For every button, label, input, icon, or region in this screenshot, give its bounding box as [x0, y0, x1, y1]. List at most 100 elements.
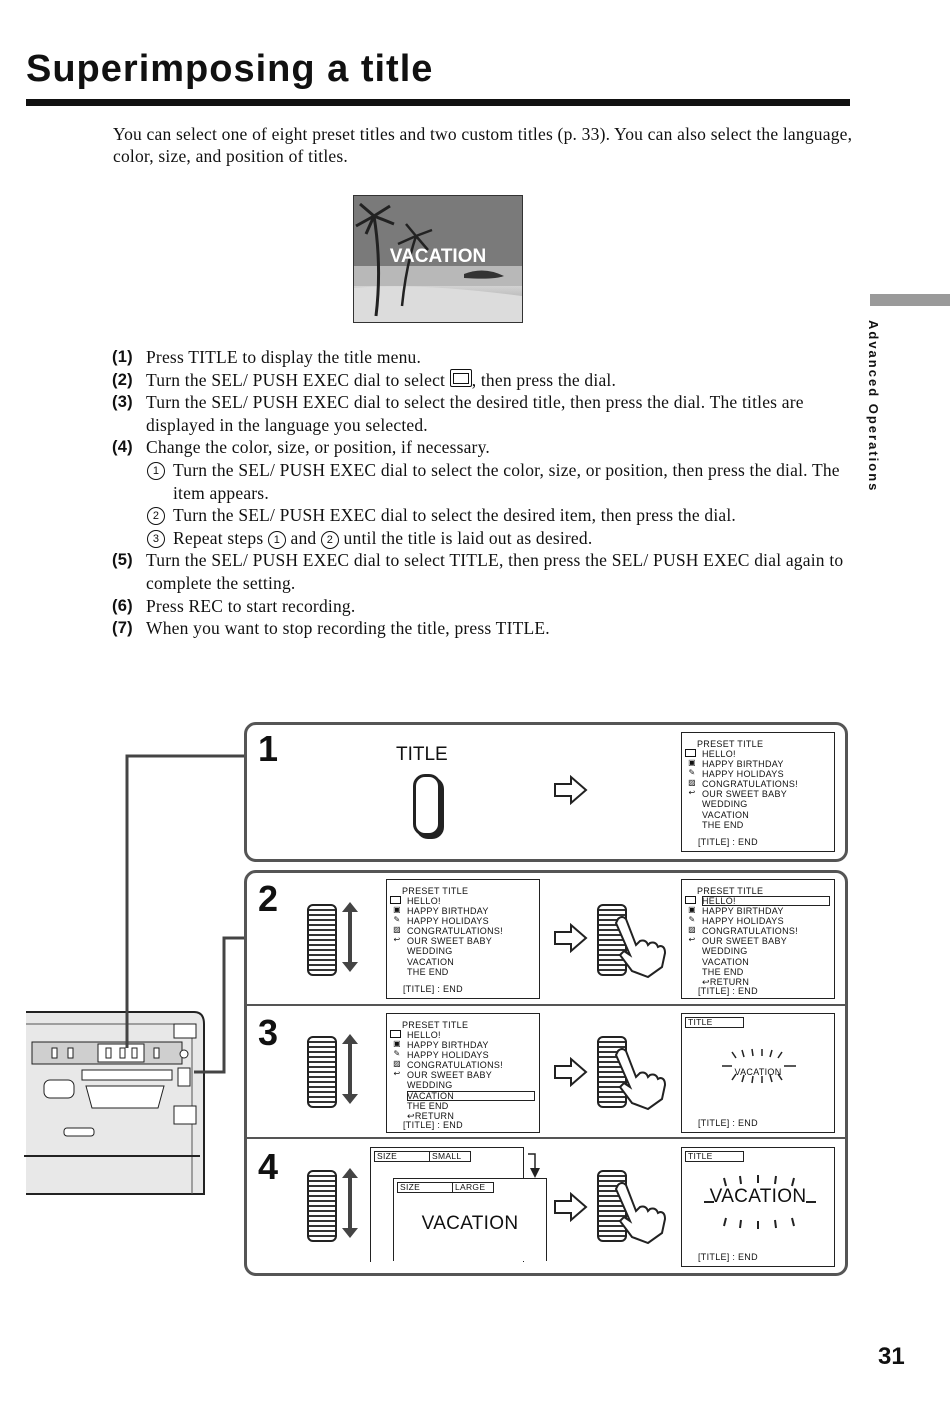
step-text: Turn the SEL/ PUSH EXEC dial to select T…	[146, 550, 844, 593]
menu-item: VACATION	[702, 956, 750, 967]
panel-steps-2-4	[244, 870, 848, 1276]
down-arrow-icon	[528, 1153, 540, 1178]
page-number: 31	[878, 1343, 905, 1370]
right-arrow-icon	[554, 1057, 588, 1087]
instruction-steps: (1)Press TITLE to display the title menu…	[112, 346, 852, 640]
sel-push-exec-dial[interactable]	[307, 1036, 337, 1108]
substep-text: Turn the SEL/ PUSH EXEC dial to select t…	[173, 459, 840, 503]
step-2: (2) Turn the SEL/ PUSH EXEC dial to selec…	[112, 368, 852, 392]
diagram-step-number: 3	[258, 1012, 279, 1053]
pressing-hand-icon	[614, 916, 666, 979]
step-text: Press TITLE to display the title menu.	[146, 347, 422, 367]
circled-number-ref: 1	[267, 530, 286, 549]
menu-item: WEDDING	[407, 946, 453, 957]
menu-footer: [TITLE] : END	[403, 1119, 463, 1130]
step-text: Press REC to start recording.	[146, 595, 356, 616]
title-preview-screen: TITLE VACATION [TITLE] : END	[681, 1147, 835, 1267]
menu-item: THE END	[407, 1100, 449, 1111]
step-number: (2)	[112, 370, 133, 389]
menu-item: CONGRATULATIONS!	[702, 779, 798, 790]
menu-item-selected: HELLO!	[702, 896, 830, 907]
section-side-label: Advanced Operations	[858, 320, 892, 500]
pressing-hand-icon	[614, 1048, 666, 1111]
size-label: SIZE	[377, 1151, 398, 1161]
menu-item: OUR SWEET BABY	[407, 1070, 493, 1081]
size-label: SIZE	[400, 1182, 421, 1192]
folder-icon	[685, 896, 696, 904]
folder-icon	[685, 749, 696, 757]
title-preview-text: VACATION	[734, 1067, 782, 1077]
title-preview-text-large: VACATION	[709, 1186, 807, 1207]
title-tag: TITLE	[685, 1151, 744, 1162]
section-tab-marker	[870, 294, 950, 306]
pressing-hand-icon	[614, 1182, 666, 1245]
substep-text: Repeat steps	[173, 527, 268, 548]
menu-item: HAPPY BIRTHDAY	[702, 759, 784, 770]
menu-item: WEDDING	[702, 799, 748, 810]
blink-marks-icon	[722, 1048, 796, 1084]
size-setting-bar: SIZE LARGE	[397, 1182, 494, 1193]
menu-list: HELLO! HAPPY BIRTHDAY HAPPY HOLIDAYS CON…	[407, 896, 503, 977]
language-icon: ▨	[688, 778, 696, 788]
menu-icons: ▣✎▨↩	[685, 749, 699, 798]
step-text: , then press the dial.	[471, 369, 617, 390]
menu-item: VACATION	[407, 956, 455, 967]
menu-header: PRESET TITLE	[697, 886, 764, 896]
step-text: When you want to stop recording the titl…	[146, 618, 550, 639]
intro-paragraph: You can select one of eight preset title…	[113, 124, 853, 166]
diagram-step-number: 4	[258, 1146, 279, 1187]
menu-item: THE END	[702, 966, 744, 977]
menu-item: OUR SWEET BABY	[407, 936, 493, 947]
preset-title-menu-screen: PRESET TITLE ▣✎▨↩ HELLO! HAPPY BIRTHDAY …	[681, 732, 835, 852]
vacation-photo: VACATION	[353, 195, 523, 323]
title-preview-text-large: VACATION	[421, 1213, 519, 1234]
return-icon: ↩	[702, 976, 710, 987]
menu-item-return: ↩RETURN	[407, 1111, 535, 1121]
language-icon: ▨	[393, 925, 401, 935]
panel-divider	[247, 1137, 845, 1139]
menu-list: HELLO! HAPPY BIRTHDAY HAPPY HOLIDAYS CON…	[702, 896, 830, 987]
panel-divider	[247, 1004, 845, 1006]
pen-icon: ✎	[393, 915, 401, 925]
substep-text: until the title is laid out as desired.	[338, 527, 593, 548]
step-number: (4)	[112, 438, 133, 457]
tape-icon: ▣	[688, 758, 696, 767]
sel-push-exec-dial[interactable]	[307, 1170, 337, 1242]
menu-item: OUR SWEET BABY	[702, 789, 788, 800]
menu-item-selected: VACATION	[407, 1090, 535, 1101]
menu-item: HELLO!	[407, 1030, 441, 1040]
palm-tree-illustration	[354, 196, 522, 322]
language-icon: ▨	[688, 925, 696, 935]
return-icon: ↩	[688, 935, 696, 945]
menu-footer: [TITLE] : END	[698, 836, 758, 847]
folder-icon	[390, 1030, 401, 1038]
return-icon: ↩	[688, 788, 696, 798]
menu-item: HELLO!	[407, 896, 441, 906]
diagram-step-number: 1	[258, 728, 279, 769]
section-side-label-text: Advanced Operations	[866, 320, 881, 493]
title-rule	[26, 99, 850, 106]
step-number: (7)	[112, 619, 133, 638]
right-arrow-icon	[554, 923, 588, 953]
menu-header: PRESET TITLE	[697, 739, 764, 749]
page-title: Superimposing a title	[26, 48, 434, 90]
menu-item-return: ↩RETURN	[702, 977, 830, 987]
menu-item: THE END	[407, 966, 449, 977]
menu-item: WEDDING	[407, 1080, 453, 1091]
pen-icon: ✎	[688, 915, 696, 925]
diagram-step-number: 2	[258, 878, 279, 919]
preset-title-menu-screen: PRESET TITLE ▣✎▨↩ HELLO! HAPPY BIRTHDAY …	[386, 879, 540, 999]
circled-number: 2	[147, 507, 165, 526]
step-text: Turn the SEL/ PUSH EXEC dial to select	[146, 369, 450, 390]
rotate-arrows-icon	[342, 1034, 358, 1104]
title-tag: TITLE	[685, 1017, 744, 1028]
step-1: (1)Press TITLE to display the title menu…	[112, 346, 852, 369]
step-4: (4)Change the color, size, or position, …	[112, 436, 852, 459]
photo-caption: VACATION	[389, 246, 487, 267]
panel-step-1	[244, 722, 848, 862]
sel-push-exec-dial[interactable]	[307, 904, 337, 976]
title-button[interactable]	[413, 774, 441, 836]
circled-number-ref: 2	[320, 530, 339, 549]
